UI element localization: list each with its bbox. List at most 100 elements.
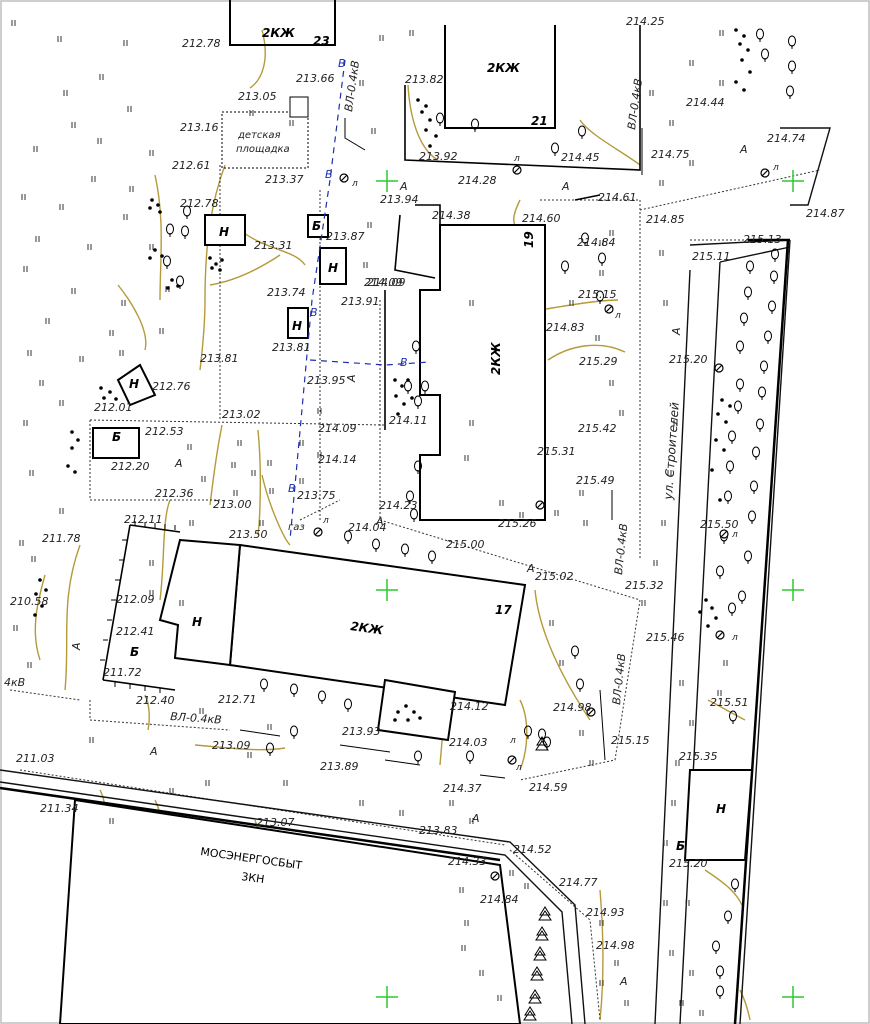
elevation-label: 215.20 xyxy=(669,857,708,870)
elevation-label: 213.05 xyxy=(238,90,277,103)
grass-mark xyxy=(579,490,584,496)
shrub-dot xyxy=(746,48,750,52)
grass-mark xyxy=(599,980,604,986)
grass-mark xyxy=(679,680,684,686)
grass-mark xyxy=(11,20,16,26)
grass-mark xyxy=(299,440,304,446)
shrub-dot xyxy=(406,718,410,722)
shrub-dot xyxy=(38,578,42,582)
shrub-dot xyxy=(402,402,406,406)
grass-mark xyxy=(671,800,676,806)
grass-mark xyxy=(675,760,680,766)
elevation-label: 213.83 xyxy=(419,824,458,837)
elevation-label: 215.15 xyxy=(578,288,617,301)
shrub-dot xyxy=(424,104,428,108)
elevation-label: 213.66 xyxy=(296,72,335,85)
grass-mark xyxy=(689,720,694,726)
grass-mark xyxy=(179,600,184,606)
shrub-dot xyxy=(424,128,428,132)
elevation-label: 213.93 xyxy=(342,725,381,738)
mark-b-2: Б xyxy=(112,430,121,444)
shrub-dot xyxy=(218,268,222,272)
elevation-label: 215.46 xyxy=(646,631,685,644)
elevation-label: 214.74 xyxy=(767,132,806,145)
elevation-label: 214.93 xyxy=(586,906,625,919)
elevation-label: 213.31 xyxy=(254,239,293,252)
grass-mark xyxy=(699,1010,704,1016)
grass-mark xyxy=(659,180,664,186)
grass-mark xyxy=(57,36,62,42)
grass-mark xyxy=(149,244,154,250)
cable-code-3: В xyxy=(310,306,318,319)
shrub-dot xyxy=(718,498,722,502)
grass-mark xyxy=(129,186,134,192)
elevation-label: 214.23 xyxy=(379,499,418,512)
grass-mark xyxy=(469,818,474,824)
grass-mark xyxy=(87,244,92,250)
grass-mark xyxy=(641,600,646,606)
grass-mark xyxy=(27,662,32,668)
shrub-dot xyxy=(150,198,154,202)
elevation-label: 213.89 xyxy=(320,760,359,773)
grass-mark xyxy=(63,90,68,96)
elevation-label: 213.07 xyxy=(256,816,295,829)
elevation-label: 210.58 xyxy=(10,595,49,608)
shrub-dot xyxy=(108,390,112,394)
railway xyxy=(0,238,790,1024)
elevation-label: 214.03 xyxy=(449,736,488,749)
elevation-label: 213.95 xyxy=(307,374,346,387)
elevation-label: 214.87 xyxy=(806,207,845,220)
elevation-label: 214.98 xyxy=(553,701,592,714)
mark-a-6: А xyxy=(526,562,535,575)
elevation-label: 214.44 xyxy=(686,96,725,109)
elevation-label: 215.02 xyxy=(535,570,574,583)
grass-mark xyxy=(289,120,294,126)
fence-ticks xyxy=(100,521,176,693)
grass-mark xyxy=(524,883,529,889)
shrub-dot xyxy=(148,256,152,260)
elevation-label: 214.45 xyxy=(561,151,600,164)
grass-mark xyxy=(363,262,368,268)
grass-mark xyxy=(409,30,414,36)
elevation-label: 212.61 xyxy=(172,159,211,172)
shrub-dot xyxy=(170,278,174,282)
grass-mark xyxy=(689,160,694,166)
shrub-dot xyxy=(208,256,212,260)
grass-mark xyxy=(519,512,524,518)
conifer-symbol xyxy=(535,736,549,751)
grass-mark xyxy=(469,300,474,306)
conifer-symbol xyxy=(533,946,547,961)
elevation-label: 215.51 xyxy=(710,696,749,709)
playground xyxy=(221,96,309,169)
grass-mark xyxy=(719,30,724,36)
grass-mark xyxy=(29,470,34,476)
mark-a-11: А xyxy=(670,327,683,336)
grass-mark xyxy=(659,250,664,256)
power-line-symbols xyxy=(239,118,643,779)
elevation-label: 214.75 xyxy=(651,148,690,161)
grass-mark xyxy=(609,380,614,386)
elevation-label: 214.83 xyxy=(546,321,585,334)
mark-n-5: Н xyxy=(192,615,202,629)
lamp-pole-slash xyxy=(508,756,516,764)
grass-mark xyxy=(359,800,364,806)
lamp-pole-slash xyxy=(491,872,499,880)
grass-mark xyxy=(71,288,76,294)
grass-mark xyxy=(569,300,574,306)
grass-mark xyxy=(299,478,304,484)
shrub-dot xyxy=(44,588,48,592)
grass-mark xyxy=(23,266,28,272)
shrub-dot xyxy=(734,28,738,32)
shrub-dot xyxy=(410,396,414,400)
grass-mark xyxy=(669,950,674,956)
mark-b-3: Б xyxy=(130,645,139,659)
shrub-dot xyxy=(698,610,702,614)
mark-l-1: л xyxy=(513,154,520,164)
grass-mark xyxy=(121,300,126,306)
elevation-label: 213.02 xyxy=(222,408,261,421)
shrub-dot xyxy=(416,98,420,102)
grass-mark xyxy=(719,80,724,86)
elevation-label: 213.94 xyxy=(380,193,419,206)
elevation-label: 213.81 xyxy=(200,352,239,365)
mark-l-7: л xyxy=(731,633,738,643)
